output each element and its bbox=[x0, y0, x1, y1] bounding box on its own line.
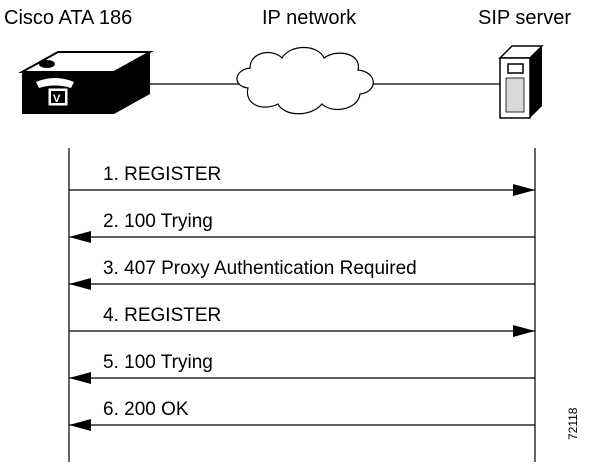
arrowhead bbox=[513, 325, 535, 337]
ata-device-icon: V bbox=[18, 51, 154, 114]
message-4: 4. REGISTER bbox=[69, 305, 535, 337]
device-logo-letter: V bbox=[53, 93, 61, 105]
message-5: 5. 100 Trying bbox=[69, 352, 535, 384]
message-label: 3. 407 Proxy Authentication Required bbox=[103, 258, 417, 279]
message-label: 2. 100 Trying bbox=[103, 211, 213, 232]
message-sequence: 1. REGISTER 2. 100 Trying 3. 407 Proxy Aut… bbox=[69, 164, 535, 431]
message-label: 1. REGISTER bbox=[103, 164, 221, 185]
arrowhead bbox=[69, 419, 91, 431]
message-label: 6. 200 OK bbox=[103, 399, 189, 420]
cloud-icon bbox=[236, 46, 374, 115]
message-3: 3. 407 Proxy Authentication Required bbox=[69, 258, 535, 290]
server-label: SIP server bbox=[478, 7, 571, 29]
arrowhead bbox=[513, 184, 535, 196]
message-6: 6. 200 OK bbox=[69, 399, 535, 431]
arrowhead bbox=[69, 278, 91, 290]
message-label: 4. REGISTER bbox=[103, 305, 221, 326]
arrowhead bbox=[69, 231, 91, 243]
message-label: 5. 100 Trying bbox=[103, 352, 213, 373]
server-icon bbox=[498, 45, 544, 119]
figure-id: 72118 bbox=[566, 407, 580, 440]
message-1: 1. REGISTER bbox=[69, 164, 535, 196]
network-label: IP network bbox=[262, 7, 357, 29]
arrowhead bbox=[69, 372, 91, 384]
message-2: 2. 100 Trying bbox=[69, 211, 535, 243]
device-label: Cisco ATA 186 bbox=[4, 7, 132, 29]
